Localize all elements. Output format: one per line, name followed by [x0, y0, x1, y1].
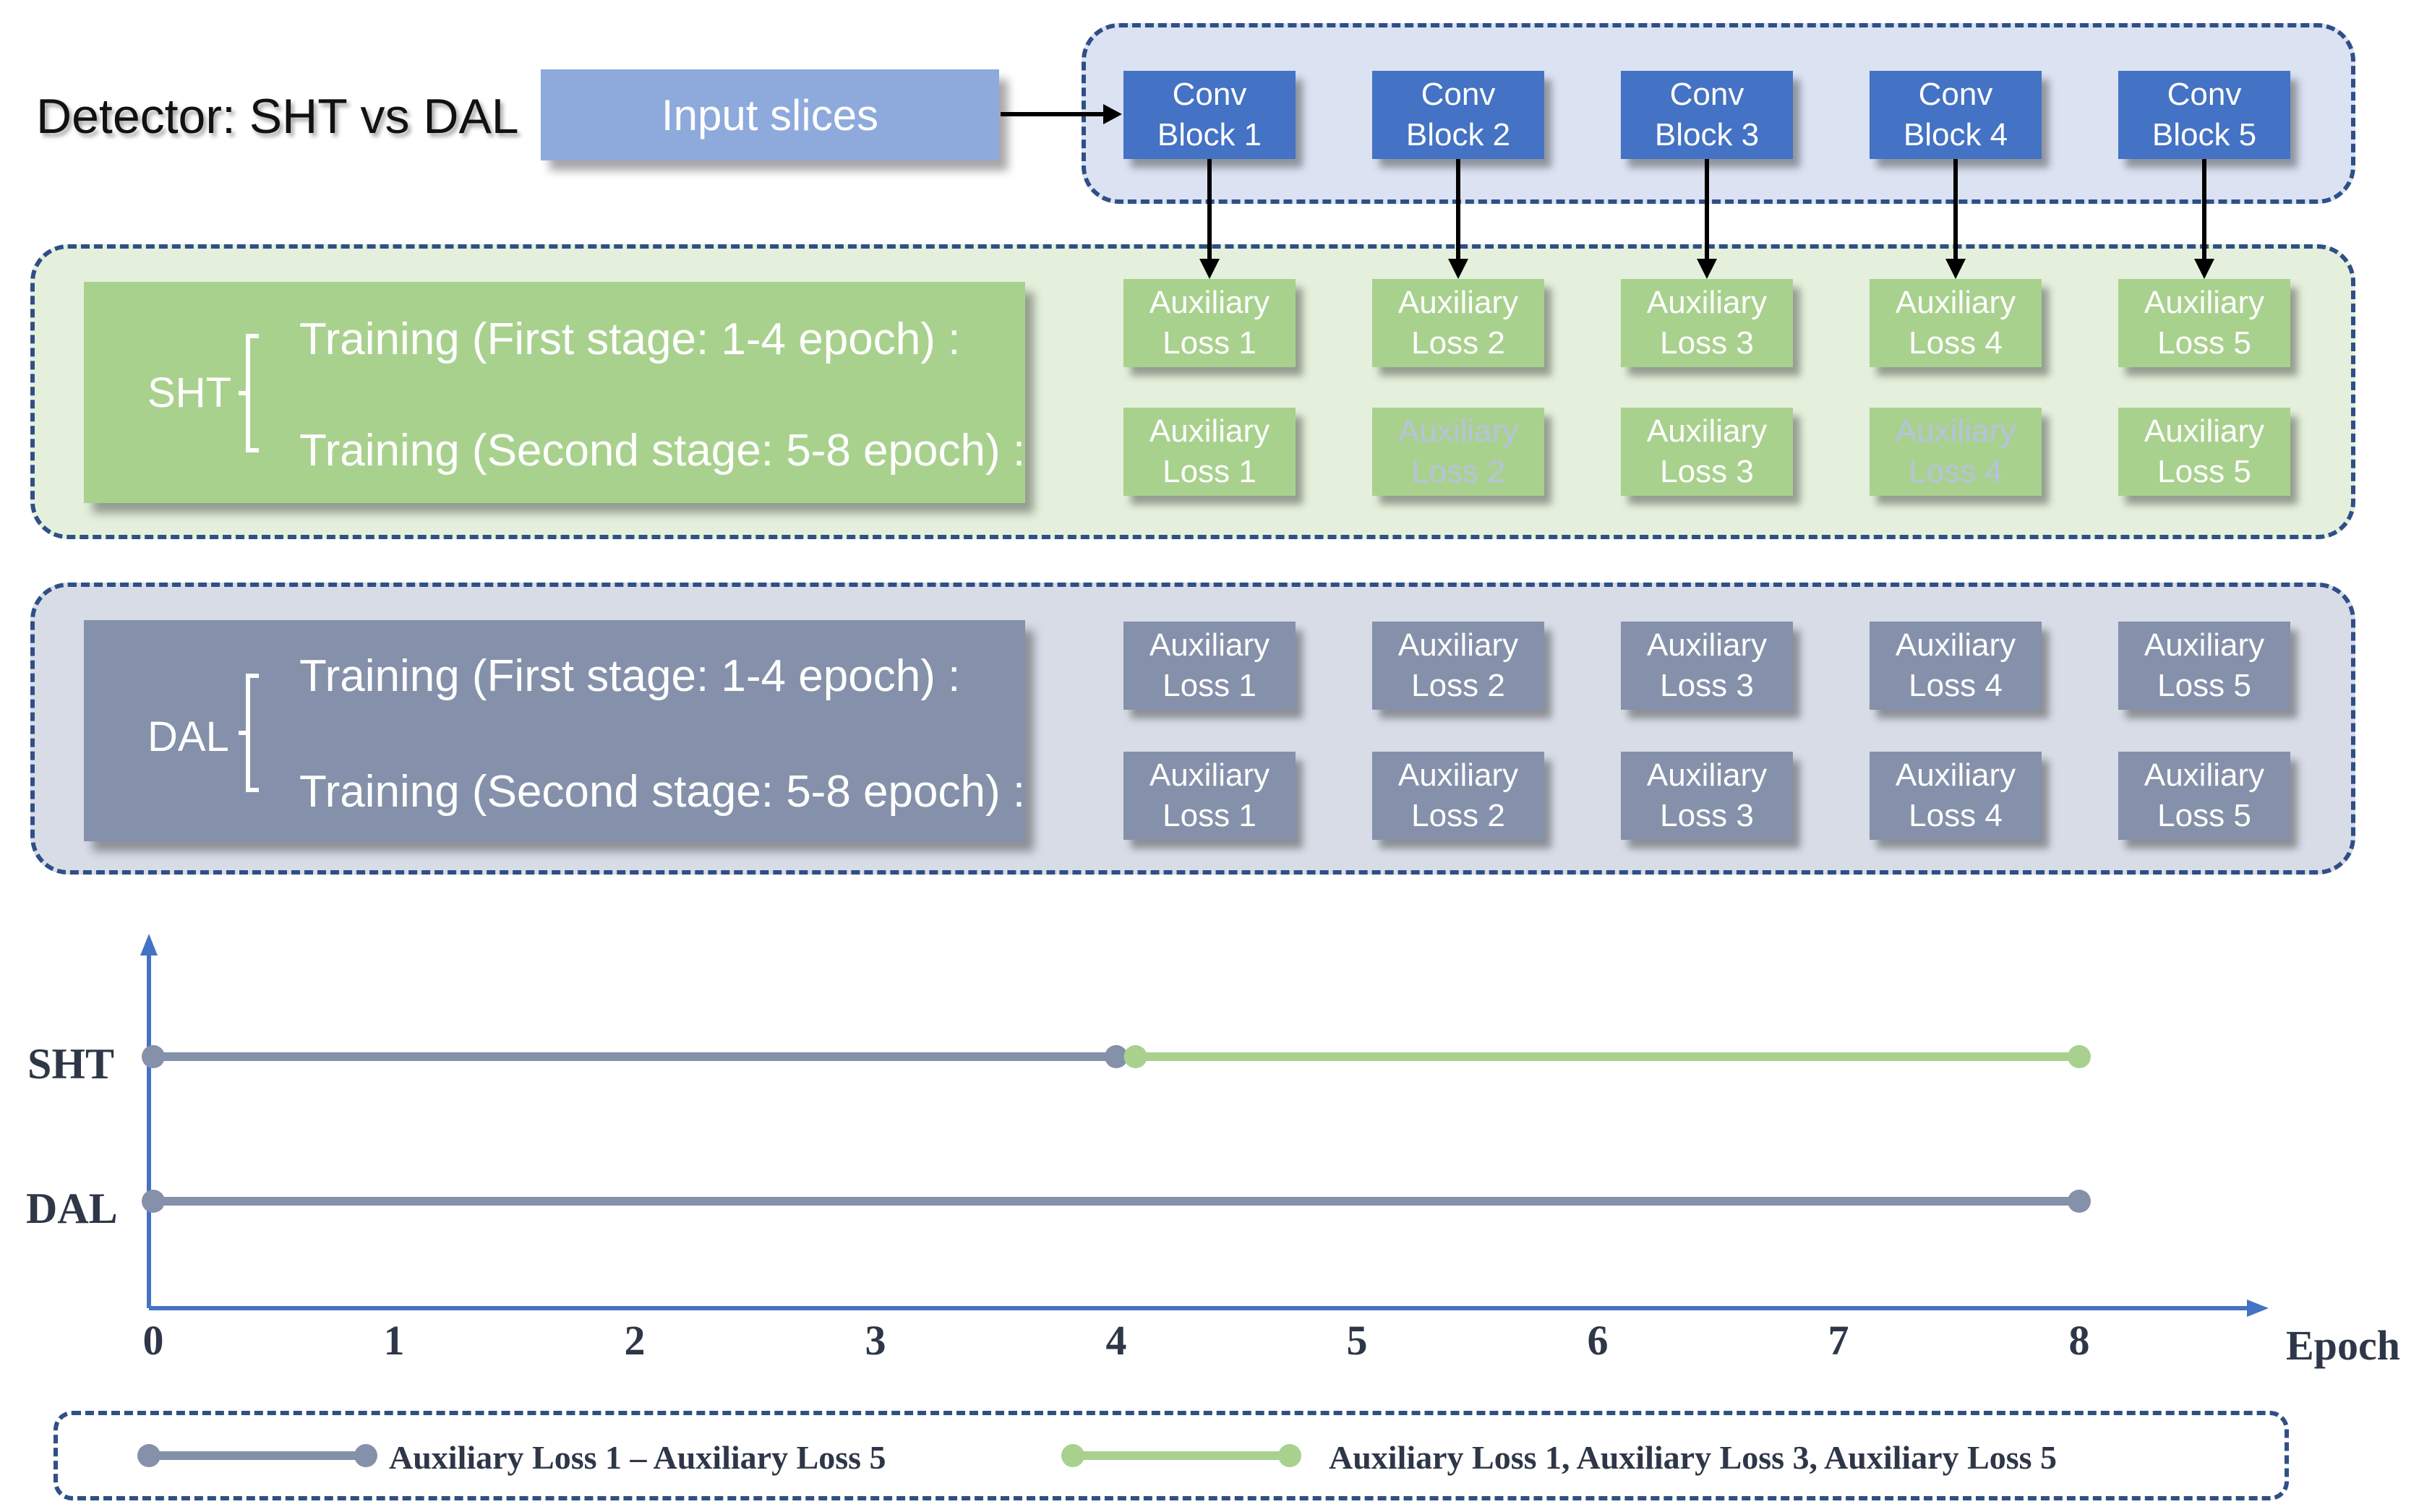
legend-label-green: Auxiliary Loss 1, Auxiliary Loss 3, Auxi…: [1329, 1439, 2058, 1476]
dal-label: DAL: [147, 713, 229, 760]
aux-loss-number: Loss 4: [1909, 454, 2003, 489]
aux-loss-label: Auxiliary: [1149, 757, 1270, 793]
aux-loss-label: Auxiliary: [1397, 757, 1519, 793]
aux-loss-number: Loss 4: [1909, 325, 2003, 361]
input-slices-label: Input slices: [661, 90, 879, 139]
aux-loss-label: Auxiliary: [1646, 627, 1768, 663]
dal-second-stage-text: Training (Second stage: 5-8 epoch) :: [299, 767, 1026, 817]
diagram-title: Detector: SHT vs DAL: [36, 89, 519, 144]
aux-loss-number: Loss 5: [2157, 798, 2251, 833]
aux-loss-label: Auxiliary: [2144, 757, 2265, 793]
aux-loss-number: Loss 1: [1163, 798, 1256, 833]
conv-block-number: Block 1: [1157, 117, 1262, 153]
dal-first-aux-loss-5: Auxiliary Loss 5: [2118, 622, 2290, 710]
aux-loss-number: Loss 5: [2157, 454, 2251, 489]
aux-loss-number: Loss 1: [1163, 668, 1256, 703]
sht-first-aux-loss-2: Auxiliary Loss 2: [1372, 279, 1544, 367]
conv-block-number: Block 2: [1405, 117, 1511, 153]
sht-first-aux-loss-1: Auxiliary Loss 1: [1123, 279, 1296, 367]
timeline-row-label-sht: SHT: [27, 1040, 115, 1088]
conv-block-5: Conv Block 5: [2118, 71, 2290, 159]
conv-block-2: Conv Block 2: [1372, 71, 1544, 159]
sht-brace-icon: [246, 334, 250, 452]
dal-second-aux-loss-5: Auxiliary Loss 5: [2118, 752, 2290, 840]
aux-loss-number: Loss 3: [1660, 668, 1754, 703]
aux-loss-label: Auxiliary: [1646, 285, 1768, 320]
aux-loss-number: Loss 3: [1660, 798, 1754, 833]
sht-brace-tip: [239, 391, 247, 395]
aux-loss-label: Auxiliary: [2144, 627, 2265, 663]
conv-block-label: Conv: [1669, 77, 1744, 112]
aux-loss-number: Loss 4: [1909, 798, 2003, 833]
aux-loss-label: Auxiliary: [1895, 285, 2016, 320]
conv-block-number: Block 3: [1654, 117, 1760, 153]
dal-second-aux-loss-4: Auxiliary Loss 4: [1870, 752, 2042, 840]
aux-loss-number: Loss 2: [1411, 668, 1505, 703]
conv-block-label: Conv: [2167, 77, 2242, 112]
aux-loss-number: Loss 1: [1163, 325, 1256, 361]
timeline-row-label-dal: DAL: [26, 1185, 118, 1232]
conv-block-label: Conv: [1421, 77, 1496, 112]
sht-second-stage-text: Training (Second stage: 5-8 epoch) :: [299, 426, 1026, 476]
sht-second-aux-loss-4: Auxiliary Loss 4: [1870, 408, 2042, 496]
dal-brace-tip: [239, 731, 247, 735]
aux-loss-label: Auxiliary: [1397, 627, 1519, 663]
aux-loss-label: Auxiliary: [1895, 627, 2016, 663]
dal-first-aux-loss-3: Auxiliary Loss 3: [1621, 622, 1793, 710]
sht-first-stage-text: Training (First stage: 1-4 epoch) :: [299, 314, 961, 364]
aux-loss-label: Auxiliary: [1646, 757, 1768, 793]
aux-loss-label: Auxiliary: [1149, 285, 1270, 320]
aux-loss-number: Loss 1: [1163, 454, 1256, 489]
dal-second-aux-loss-1: Auxiliary Loss 1: [1123, 752, 1296, 840]
sht-second-aux-loss-1: Auxiliary Loss 1: [1123, 408, 1296, 496]
sht-brace-top: [246, 334, 259, 338]
conv-block-3: Conv Block 3: [1621, 71, 1793, 159]
sht-second-aux-loss-2: Auxiliary Loss 2: [1372, 408, 1544, 496]
sht-second-aux-loss-5: Auxiliary Loss 5: [2118, 408, 2290, 496]
conv-block-number: Block 5: [2152, 117, 2257, 153]
conv-block-4: Conv Block 4: [1870, 71, 2042, 159]
aux-loss-label: Auxiliary: [1895, 757, 2016, 793]
conv-block-number: Block 4: [1903, 117, 2008, 153]
aux-loss-number: Loss 2: [1411, 325, 1505, 361]
aux-loss-label: Auxiliary: [1895, 413, 2016, 449]
sht-first-aux-loss-4: Auxiliary Loss 4: [1870, 279, 2042, 367]
sht-second-aux-loss-3: Auxiliary Loss 3: [1621, 408, 1793, 496]
dal-second-aux-loss-2: Auxiliary Loss 2: [1372, 752, 1544, 840]
aux-loss-number: Loss 3: [1660, 454, 1754, 489]
aux-loss-number: Loss 2: [1411, 798, 1505, 833]
sht-first-aux-loss-5: Auxiliary Loss 5: [2118, 279, 2290, 367]
dal-brace-icon: [246, 674, 250, 792]
dal-second-aux-loss-3: Auxiliary Loss 3: [1621, 752, 1793, 840]
conv-block-label: Conv: [1172, 77, 1247, 112]
dal-first-aux-loss-1: Auxiliary Loss 1: [1123, 622, 1296, 710]
timeline-x-axis-title: Epoch: [2286, 1322, 2400, 1369]
aux-loss-label: Auxiliary: [1397, 413, 1519, 449]
dal-first-aux-loss-2: Auxiliary Loss 2: [1372, 622, 1544, 710]
dal-first-stage-text: Training (First stage: 1-4 epoch) :: [299, 651, 961, 701]
aux-loss-label: Auxiliary: [1149, 413, 1270, 449]
legend-label-gray: Auxiliary Loss 1 – Auxiliary Loss 5: [389, 1439, 886, 1476]
sht-label: SHT: [147, 369, 231, 416]
aux-loss-number: Loss 2: [1411, 454, 1505, 489]
dal-brace-bottom: [246, 788, 259, 792]
aux-loss-number: Loss 5: [2157, 325, 2251, 361]
conv-block-1: Conv Block 1: [1123, 71, 1296, 159]
aux-loss-label: Auxiliary: [1149, 627, 1270, 663]
aux-loss-label: Auxiliary: [2144, 285, 2265, 320]
dal-first-aux-loss-4: Auxiliary Loss 4: [1870, 622, 2042, 710]
sht-first-aux-loss-3: Auxiliary Loss 3: [1621, 279, 1793, 367]
conv-block-label: Conv: [1918, 77, 1993, 112]
aux-loss-label: Auxiliary: [2144, 413, 2265, 449]
sht-brace-bottom: [246, 448, 259, 452]
aux-loss-number: Loss 3: [1660, 325, 1754, 361]
aux-loss-label: Auxiliary: [1397, 285, 1519, 320]
dal-brace-top: [246, 674, 259, 678]
aux-loss-number: Loss 5: [2157, 668, 2251, 703]
input-slices-box: Input slices: [541, 69, 999, 160]
aux-loss-number: Loss 4: [1909, 668, 2003, 703]
aux-loss-label: Auxiliary: [1646, 413, 1768, 449]
